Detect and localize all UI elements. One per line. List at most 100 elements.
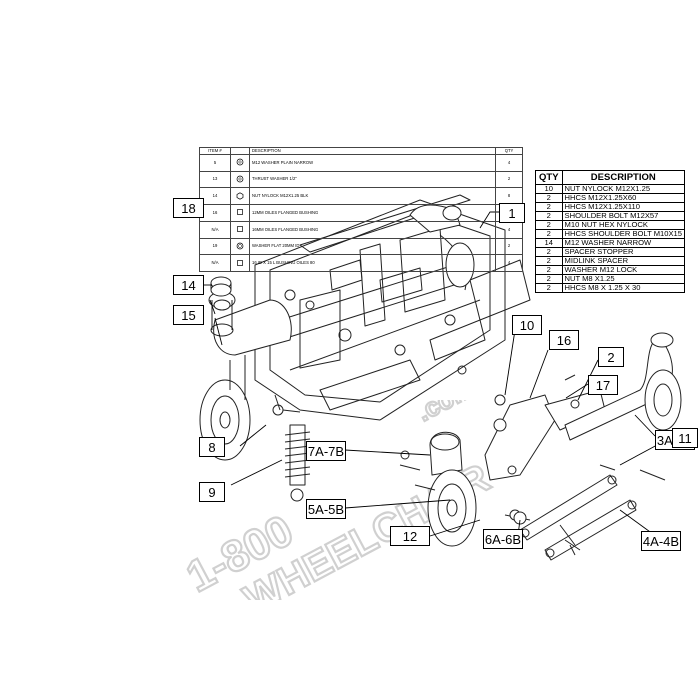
bom-qty: 2 <box>535 256 563 266</box>
nut-icon <box>230 187 250 206</box>
item-number: 19 <box>199 237 231 256</box>
bom-qty-header: QTY <box>535 170 563 185</box>
table-row: 13 THRUST WASHER 1/2" 2 <box>199 170 523 189</box>
table-row: 19 WASHER FLAT 20MM ID 2 <box>199 237 523 256</box>
table-row: N/A 16 ID X 15 L BUSHING OILES 80 4 <box>199 254 523 272</box>
item-qty: 4 <box>495 254 523 272</box>
item-table-header-row: ITEM # DESCRIPTION QTY <box>199 147 523 155</box>
callout-6a-6b: 6A-6B <box>483 529 523 549</box>
item-description: 16 ID X 15 L BUSHING OILES 80 <box>249 254 496 272</box>
item-description: M12 WASHER PLAIN NARROW <box>249 154 496 172</box>
bom-description: WASHER M12 LOCK <box>561 265 686 275</box>
bom-description: M12 WASHER NARROW <box>561 238 686 248</box>
bom-qty: 2 <box>535 283 563 293</box>
callout-8: 8 <box>199 437 225 457</box>
bom-qty: 2 <box>535 211 563 221</box>
item-description: 16MM OILES FLANGED BUSHING <box>249 220 496 239</box>
bom-description: NUT M8 X1.25 <box>561 274 686 284</box>
callout-17: 17 <box>588 375 618 395</box>
item-number: N/A <box>199 254 231 272</box>
callout-9: 9 <box>199 482 225 502</box>
link-bars-4a-4b <box>519 474 637 561</box>
callout-4a-4b: 4A-4B <box>641 531 681 551</box>
callout-16: 16 <box>549 330 579 350</box>
rear-arm-3a-3b <box>564 332 682 441</box>
bushing-icon <box>230 254 250 272</box>
thrust-washer-icon <box>230 170 250 189</box>
bom-description: SPACER STOPPER <box>561 247 686 257</box>
icon-column-header <box>230 147 250 155</box>
bom-description: M10 NUT HEX NYLOCK <box>561 220 686 230</box>
bom-header-row: QTY DESCRIPTION <box>535 170 686 185</box>
bom-qty: 10 <box>535 184 563 194</box>
bom-description: HHCS M12X1.25X110 <box>561 202 686 212</box>
fork-link-16 <box>484 394 556 481</box>
bom-description-header: DESCRIPTION <box>561 170 686 185</box>
callout-10: 10 <box>512 315 542 335</box>
bushing-icon <box>230 204 250 222</box>
item-description: WASHER FLAT 20MM ID <box>249 237 496 256</box>
bom-qty: 14 <box>535 238 563 248</box>
front-caster-wheel <box>427 431 477 547</box>
item-number: N/A <box>199 220 231 239</box>
bushing-icon <box>230 220 250 239</box>
washer-icon <box>230 237 250 256</box>
callout-7a-7b: 7A-7B <box>306 441 346 461</box>
callout-5a-5b: 5A-5B <box>306 499 346 519</box>
nut-and-washer-14 <box>210 276 232 311</box>
table-row: 5 M12 WASHER PLAIN NARROW 4 <box>199 154 523 172</box>
item-description-table: ITEM # DESCRIPTION QTY 5 M12 WASHER PLAI… <box>199 147 523 272</box>
item-description: 12MM OILES FLANGED BUSHING <box>249 204 496 222</box>
washer-icon <box>230 154 250 172</box>
bom-description: SHOULDER BOLT M12X57 <box>561 211 686 221</box>
bom-qty: 2 <box>535 220 563 230</box>
callout-12: 12 <box>390 526 430 546</box>
bom-qty: 2 <box>535 274 563 284</box>
description-column-header: DESCRIPTION <box>249 147 496 155</box>
item-qty: 2 <box>495 237 523 256</box>
item-qty: 4 <box>495 220 523 239</box>
bom-description: HHCS M12X1.25X60 <box>561 193 686 203</box>
item-column-header: ITEM # <box>199 147 231 155</box>
table-row: 16 12MM OILES FLANGED BUSHING 4 <box>199 204 523 222</box>
item-number: 13 <box>199 170 231 189</box>
item-number: 14 <box>199 187 231 206</box>
bom-description: HHCS M8 X 1.25 X 30 <box>561 283 686 293</box>
qty-column-header: QTY <box>495 147 523 155</box>
bom-qty: 2 <box>535 247 563 257</box>
callout-2: 2 <box>598 347 624 367</box>
bom-qty: 2 <box>535 202 563 212</box>
callout-15: 15 <box>173 305 204 325</box>
callout-14: 14 <box>173 275 204 295</box>
bom-description: HHCS SHOULDER BOLT M10X15 <box>561 229 686 239</box>
item-qty: 2 <box>495 170 523 189</box>
table-row: 14 NUT NYLOCK M12X1.25 BLK 8 <box>199 187 523 206</box>
bom-qty: 2 <box>535 193 563 203</box>
callout-11: 11 <box>672 428 698 448</box>
callout-18: 18 <box>173 198 204 218</box>
shock-absorber <box>272 404 311 502</box>
bom-description: MIDLINK SPACER <box>561 256 686 266</box>
bom-qty: 2 <box>535 229 563 239</box>
bom-qty: 2 <box>535 265 563 275</box>
item-description: THRUST WASHER 1/2" <box>249 170 496 189</box>
bom-description: NUT NYLOCK M12X1.25 <box>561 184 686 194</box>
item-number: 16 <box>199 204 231 222</box>
callout-1: 1 <box>499 203 525 223</box>
item-qty: 4 <box>495 154 523 172</box>
item-description: NUT NYLOCK M12X1.25 BLK <box>249 187 496 206</box>
